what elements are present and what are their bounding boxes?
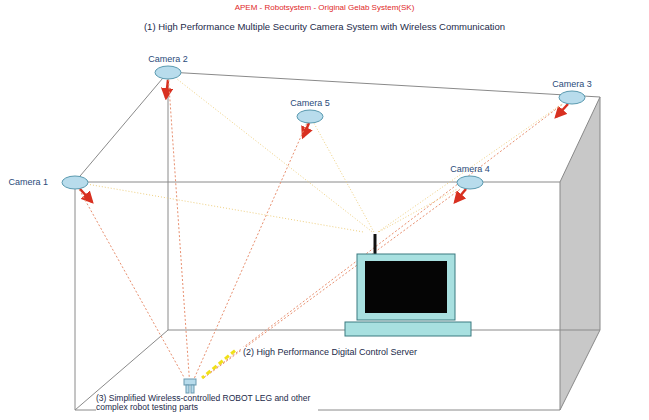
signal-link — [202, 351, 235, 378]
camera-label: Camera 2 — [148, 54, 188, 64]
camera-label: Camera 1 — [8, 177, 48, 187]
signal-link — [169, 80, 190, 379]
room-edges — [75, 72, 600, 410]
signal-link — [194, 124, 306, 379]
camera-body — [155, 66, 181, 79]
laptop-illustration — [235, 232, 475, 344]
camera-body — [457, 176, 483, 189]
signal-link — [79, 190, 184, 379]
camera-icon — [295, 109, 325, 124]
signal-link — [379, 190, 457, 233]
camera-label: Camera 3 — [552, 79, 592, 89]
camera-body — [297, 110, 323, 123]
side-wall — [560, 97, 600, 410]
laptop-lid — [357, 254, 455, 320]
camera-node: Camera 3 — [552, 79, 592, 105]
camera-icon — [557, 90, 587, 105]
camera-node: Camera 1 — [8, 175, 90, 190]
camera-icon — [153, 65, 183, 80]
title: APEM - Robotsystem - Original Gelab Syst… — [0, 3, 649, 12]
camera-icon — [60, 175, 90, 190]
robot-caption: (3) Simplified Wireless-controlled ROBOT… — [96, 394, 318, 413]
signal-link — [204, 190, 460, 379]
camera-direction-arrow — [80, 80, 568, 202]
laptop-base — [345, 322, 471, 336]
camera-body — [559, 91, 585, 104]
camera-label: Camera 5 — [290, 98, 330, 108]
camera-node: Camera 4 — [450, 164, 490, 190]
camera-node: Camera 5 — [290, 98, 330, 124]
subtitle-label: (1) High Performance Multiple Security C… — [0, 21, 649, 32]
signal-link — [378, 105, 561, 233]
signal-link — [178, 80, 373, 233]
camera-body — [62, 176, 88, 189]
signal-link — [90, 185, 363, 232]
robot-leg-icon — [180, 378, 200, 394]
camera-label: Camera 4 — [450, 164, 490, 174]
camera-node: Camera 2 — [148, 54, 188, 80]
server-caption: (2) High Performance Digital Control Ser… — [241, 347, 419, 357]
camera-icon — [455, 175, 485, 190]
laptop-screen — [365, 261, 447, 313]
server-node: (2) High Performance Digital Control Ser… — [235, 232, 475, 364]
robot-node: (3) Simplified Wireless-controlled ROBOT… — [96, 378, 318, 413]
signal-link — [203, 105, 562, 379]
signal-link — [314, 124, 374, 233]
